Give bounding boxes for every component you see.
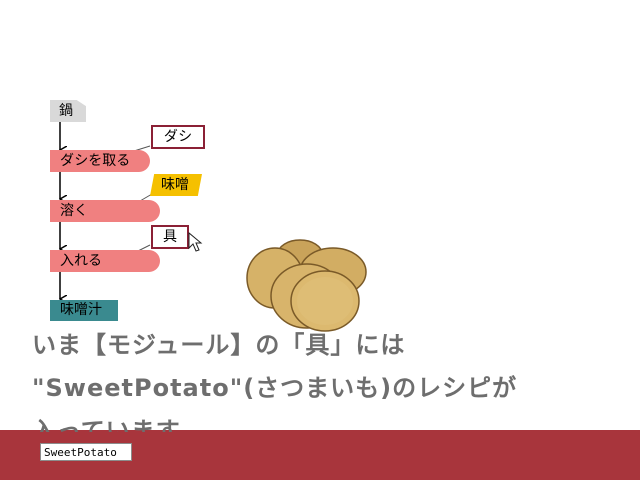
miso-constant[interactable]: 味噌 [150,174,202,196]
gu-variable[interactable]: 具 [151,225,189,249]
step-take-dashi[interactable]: ダシを取る [50,150,150,172]
caption-line-3: 入っています。 [32,417,204,432]
step-dissolve[interactable]: 溶く [50,200,160,222]
dashi-variable[interactable]: ダシ [151,125,205,149]
result-node[interactable]: 味噌汁 [50,300,118,321]
sweet-potato-icon [246,239,367,332]
module-input[interactable]: SweetPotato [40,443,132,461]
link-miso-const [139,193,153,202]
mouse-pointer-icon [188,231,203,252]
caption-line-2: "SweetPotato"(さつまいも)のレシピが [32,374,518,402]
caption-line-1: いま【モジュール】の「具」には [32,331,406,359]
step-put-in[interactable]: 入れる [50,250,160,272]
pot-node[interactable]: 鍋 [50,100,86,122]
